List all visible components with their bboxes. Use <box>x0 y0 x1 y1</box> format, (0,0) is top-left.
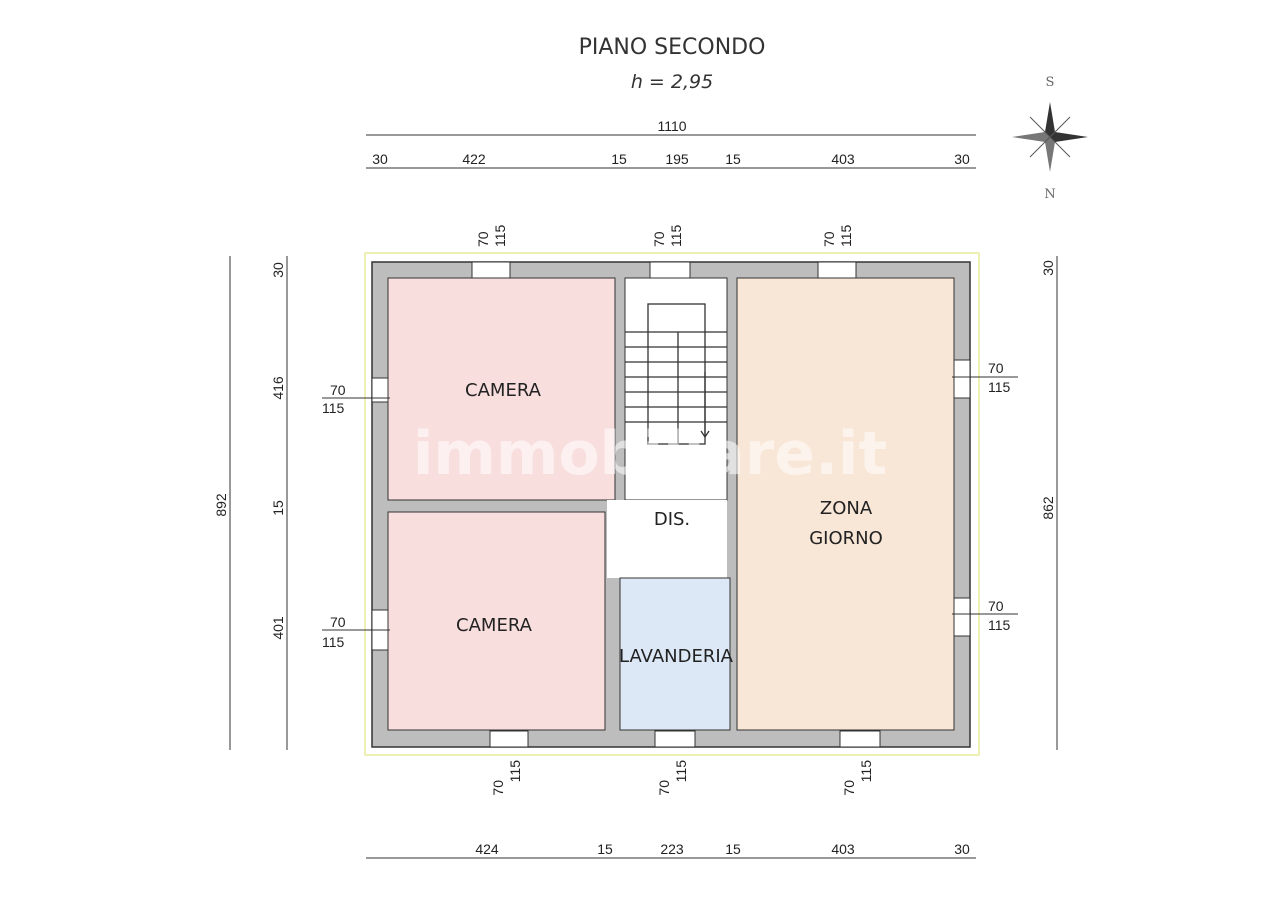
room-camera-top <box>387 277 616 501</box>
label-lavanderia: LAVANDERIA <box>619 646 734 667</box>
dim-label: 223 <box>660 841 684 857</box>
label-camera-top: CAMERA <box>465 380 542 401</box>
label-dis: DIS. <box>654 509 690 530</box>
compass-south: S <box>1046 75 1055 90</box>
dim-label: 416 <box>270 376 286 400</box>
dimension-label: 70 <box>821 231 837 247</box>
dim-label: 422 <box>462 151 486 167</box>
dim-label: 15 <box>725 841 741 857</box>
left-dimensions: 892 30 416 15 401 <box>213 256 288 750</box>
window <box>654 730 696 748</box>
dim-label: 403 <box>831 841 855 857</box>
dim-label: 30 <box>954 841 970 857</box>
top-dimensions: 1110 30 422 15 195 15 403 30 <box>366 118 976 169</box>
dim-label: 401 <box>270 616 286 640</box>
dimension-label: 115 <box>322 634 345 650</box>
plan-height: h = 2,95 <box>631 71 713 93</box>
dimension-label: 115 <box>673 760 689 783</box>
window <box>471 261 511 279</box>
dim-label: 403 <box>831 151 855 167</box>
dim-total-width: 1110 <box>657 118 686 134</box>
window <box>839 730 881 748</box>
dim-label: 15 <box>725 151 741 167</box>
dimension-label: 70 <box>988 598 1004 614</box>
dimension-label: 70 <box>330 614 346 630</box>
compass-rose-icon: S N <box>1012 75 1088 202</box>
window <box>371 377 389 403</box>
windows <box>371 261 971 748</box>
dim-label: 30 <box>1040 260 1056 276</box>
dimension-label: 115 <box>988 379 1011 395</box>
label-giorno: GIORNO <box>809 528 883 549</box>
window <box>649 261 691 279</box>
dim-label: 15 <box>270 500 286 516</box>
dim-left-total: 892 <box>213 493 229 517</box>
bottom-dimensions: 424 15 223 15 403 30 <box>366 841 976 859</box>
dimension-label: 115 <box>492 224 508 247</box>
dim-label: 195 <box>665 151 689 167</box>
dimension-label: 70 <box>330 382 346 398</box>
compass-north: N <box>1044 187 1055 202</box>
dimension-label: 70 <box>988 360 1004 376</box>
stairs-icon <box>625 303 727 445</box>
dimension-label: 115 <box>507 760 523 783</box>
dim-label: 424 <box>475 841 499 857</box>
dim-label: 30 <box>372 151 388 167</box>
room-camera-bottom <box>387 511 606 731</box>
window <box>953 597 971 637</box>
label-camera-bottom: CAMERA <box>456 615 533 636</box>
window <box>953 359 971 399</box>
window <box>817 261 857 279</box>
dimension-label: 70 <box>651 231 667 247</box>
dim-label: 30 <box>954 151 970 167</box>
room-lavanderia <box>619 577 731 731</box>
label-zona: ZONA <box>820 498 873 519</box>
dimension-label: 115 <box>322 400 345 416</box>
dimension-label: 70 <box>841 780 857 796</box>
dim-label: 15 <box>597 841 613 857</box>
window <box>489 730 529 748</box>
dimension-label: 70 <box>656 780 672 796</box>
dimension-label: 115 <box>838 224 854 247</box>
window-labels: 70 115 70 115 70 115 70 115 70 115 70 11… <box>322 224 1018 796</box>
dimension-label: 70 <box>475 231 491 247</box>
dimension-label: 115 <box>668 224 684 247</box>
watermark-logo: immobiliare.it <box>413 419 887 489</box>
dim-label: 30 <box>270 262 286 278</box>
dimension-label: 70 <box>490 780 506 796</box>
dim-label: 15 <box>611 151 627 167</box>
plan-title: PIANO SECONDO <box>579 35 766 60</box>
dimension-label: 115 <box>988 617 1011 633</box>
room-dis <box>607 500 727 578</box>
dimension-label: 115 <box>858 760 874 783</box>
right-dimensions: 30 862 <box>1040 256 1058 750</box>
dim-label: 862 <box>1040 496 1056 520</box>
